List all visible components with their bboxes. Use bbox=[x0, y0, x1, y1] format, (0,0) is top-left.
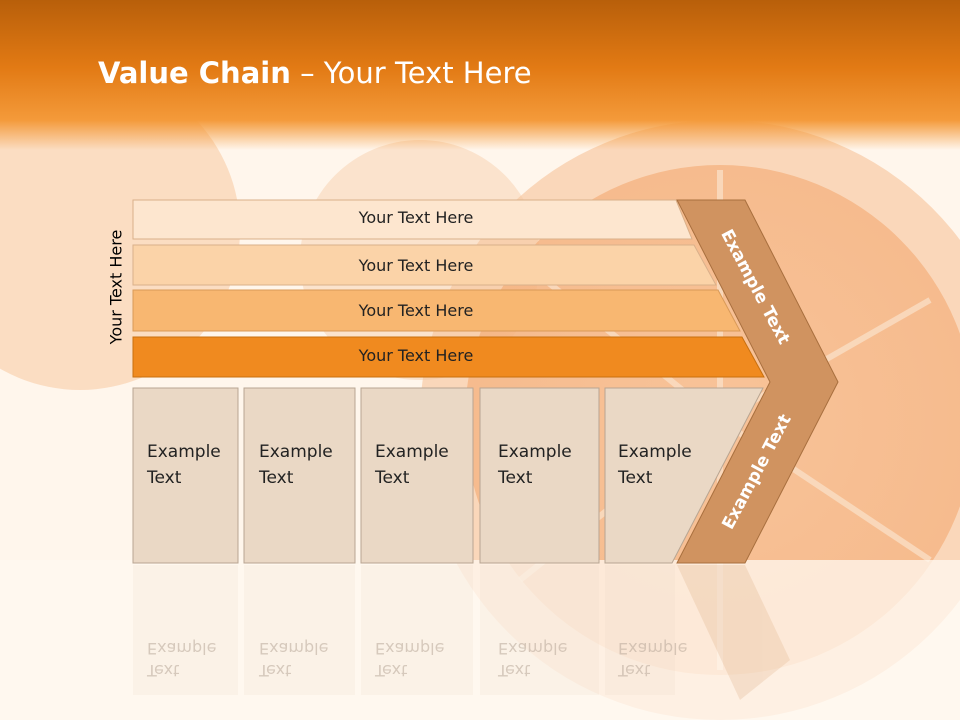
box-3-reflection-line2: Text bbox=[375, 661, 408, 680]
box-2 bbox=[243, 387, 356, 564]
box-3-line1: Example bbox=[375, 442, 449, 462]
box-4-line1: Example bbox=[498, 442, 572, 462]
box-1 bbox=[132, 387, 239, 564]
box-2-line2: Text bbox=[259, 468, 294, 488]
header-band bbox=[0, 0, 960, 150]
chevron-arrow bbox=[676, 199, 839, 564]
box-1-reflection: Text Example bbox=[147, 637, 216, 681]
box-1-reflection-line2: Text bbox=[147, 661, 180, 680]
box-4-reflection: Text Example bbox=[498, 637, 567, 681]
box-4-reflection-line1: Example bbox=[498, 639, 568, 658]
band-4 bbox=[132, 336, 765, 378]
box-5-reflection: Text Example bbox=[618, 637, 687, 681]
band-3 bbox=[132, 289, 741, 332]
band-3-label: Your Text Here bbox=[358, 301, 474, 320]
box-4-reflection-line2: Text bbox=[498, 661, 531, 680]
box-3 bbox=[360, 387, 474, 564]
box-1-reflection-line1: Example bbox=[147, 639, 217, 658]
slide-title: Value Chain – Your Text Here bbox=[98, 56, 532, 90]
box-2-reflection: Text Example bbox=[259, 637, 328, 681]
box-5-reflection-line1: Example bbox=[618, 639, 688, 658]
box-4 bbox=[479, 387, 600, 564]
box-2-reflection-line1: Example bbox=[259, 639, 329, 658]
box-3-reflection-line1: Example bbox=[375, 639, 445, 658]
title-bold: Value Chain bbox=[98, 56, 291, 90]
box-5-line1: Example bbox=[618, 442, 692, 462]
box-1-line1: Example bbox=[147, 442, 221, 462]
band-2 bbox=[132, 244, 717, 286]
box-2-line1: Example bbox=[259, 442, 333, 462]
box-4-line2: Text bbox=[498, 468, 533, 488]
box-5 bbox=[604, 387, 764, 564]
box-2-reflection-line2: Text bbox=[259, 661, 292, 680]
band-1 bbox=[132, 199, 693, 240]
box-5-reflection-line2: Text bbox=[618, 661, 651, 680]
box-5-line2: Text bbox=[618, 468, 653, 488]
box-3-reflection: Text Example bbox=[375, 637, 444, 681]
box-3-line2: Text bbox=[375, 468, 410, 488]
band-2-label: Your Text Here bbox=[358, 256, 474, 275]
box-1-line2: Text bbox=[147, 468, 182, 488]
title-rest: – Your Text Here bbox=[290, 56, 532, 90]
band-4-label: Your Text Here bbox=[358, 346, 474, 365]
band-1-label: Your Text Here bbox=[358, 208, 474, 227]
